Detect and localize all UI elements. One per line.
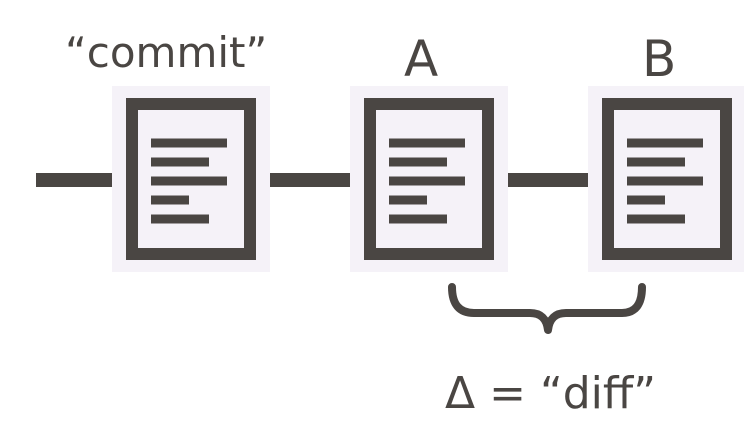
document-icon [588, 86, 744, 272]
document-icon [350, 86, 508, 272]
commit-b-label: B [642, 30, 677, 88]
commit-label: “commit” [65, 28, 268, 77]
diff-label: Δ = “diff” [445, 368, 656, 419]
brace-icon [448, 283, 646, 334]
document-icon [112, 86, 270, 272]
commit-a-label: A [404, 30, 439, 88]
